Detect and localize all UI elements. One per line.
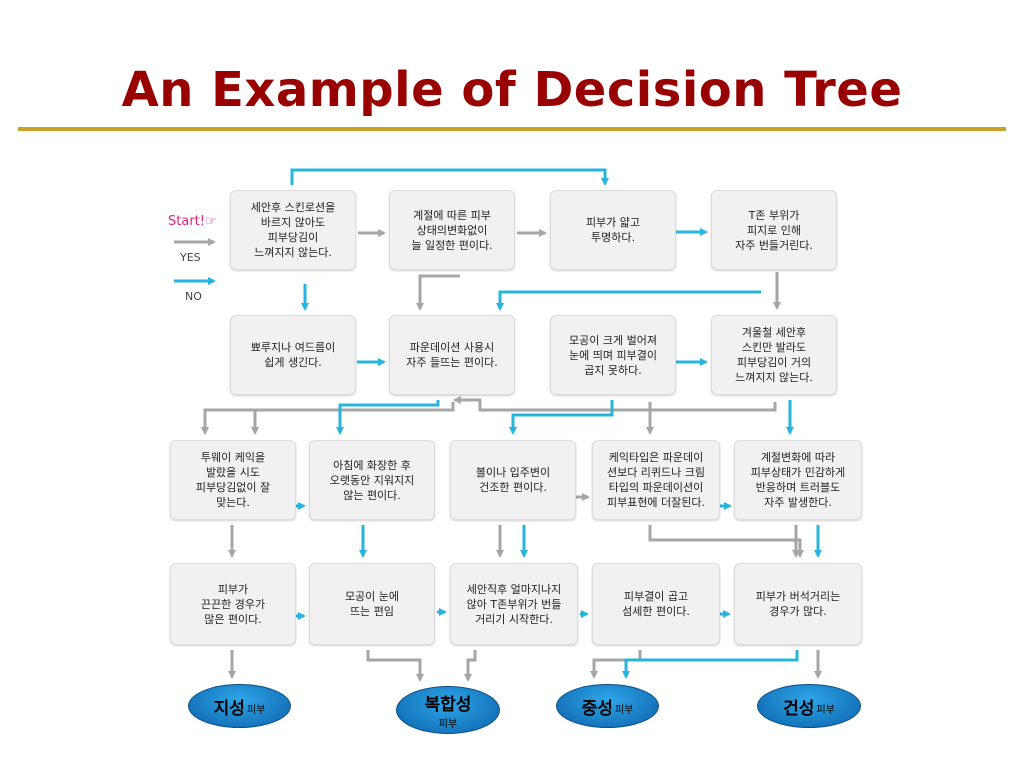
result-dry-main: 건성	[783, 698, 815, 719]
question-node-6: 파운데이션 사용시 자주 들뜨는 편이다.	[389, 315, 515, 395]
conn-gray-arrow-17	[366, 650, 424, 682]
result-oily-main: 지성	[213, 698, 245, 719]
question-node-15: 모공이 눈에 뜨는 편임	[309, 563, 435, 645]
conn-blue-arrow-2	[290, 168, 609, 186]
result-combination-skin: 복합성 피부	[396, 686, 500, 734]
result-oily-skin: 지성 피부	[188, 684, 291, 728]
result-combination-sub: 피부	[438, 719, 458, 730]
conn-gray-arrow-18	[464, 650, 477, 682]
conn-gray-arrow-7	[453, 396, 777, 412]
question-node-9: 투웨이 케익을 발랐을 시도 피부당김없이 잘 맞는다.	[170, 440, 296, 520]
result-oily-sub: 피부	[246, 704, 266, 716]
question-node-13: 계절변화에 따라 피부상태가 민감하게 반응하며 트러블도 자주 발생한다.	[734, 440, 862, 520]
start-label: Start!☞	[168, 214, 217, 229]
question-node-16: 세안직후 얼마지나지 않아 T존부위가 번들 거리기 시작한다.	[450, 563, 578, 645]
conn-gray-arrow-5	[416, 274, 460, 311]
conn-blue-arrow-9	[509, 400, 614, 435]
result-dry-skin: 건성 피부	[757, 684, 861, 728]
yes-legend-label: YES	[180, 251, 201, 264]
question-node-18: 피부가 버석거리는 경우가 많다.	[734, 563, 862, 645]
result-dry-sub: 피부	[816, 704, 835, 716]
question-node-11: 볼이나 입주변이 건조한 편이다.	[450, 440, 576, 520]
conn-gray-arrow-14	[648, 525, 804, 558]
question-node-3: 피부가 얇고 투명하다.	[550, 190, 676, 270]
question-node-7: 모공이 크게 벌어져 눈에 띄며 피부결이 곱지 못하다.	[550, 315, 676, 395]
result-normal-main: 중성	[581, 698, 613, 719]
conn-gray-arrow-19	[590, 650, 642, 679]
question-node-4: T존 부위가 피지로 인해 자주 번들거린다.	[711, 190, 837, 270]
title-underline	[18, 127, 1006, 131]
question-node-10: 아침에 화장한 후 오랫동안 지워지지 않는 편이다.	[309, 440, 435, 520]
question-node-12: 케익타입은 파운데이 션보다 리퀴드나 크림 타입의 파운데이션이 피부표현에 …	[592, 440, 720, 520]
conn-gray-arrow-9	[201, 402, 455, 435]
no-legend-label: NO	[185, 290, 202, 303]
question-node-17: 피부결이 곱고 섬세한 편이다.	[592, 563, 720, 645]
result-combination-main: 복합성	[424, 695, 472, 715]
question-node-8: 겨울철 세안후 스킨만 발라도 피부당김이 거의 느껴지지 않는다.	[711, 315, 837, 395]
question-node-2: 계절에 따른 피부 상태의변화없이 늘 일정한 편이다.	[389, 190, 515, 270]
question-node-14: 피부가 끈끈한 경우가 많은 편이다.	[170, 563, 296, 645]
slide-title: An Example of Decision Tree	[121, 62, 903, 118]
conn-blue-arrow-20	[622, 650, 799, 679]
question-node-5: 뾰루지나 여드름이 쉽게 생긴다.	[230, 315, 356, 395]
conn-blue-arrow-4	[496, 290, 761, 311]
result-normal-skin: 중성 피부	[556, 684, 659, 728]
conn-blue-arrow-8	[336, 400, 440, 435]
result-normal-sub: 피부	[614, 704, 634, 716]
question-node-1: 세안후 스킨로션을 바르지 않아도 피부당김이 느껴지지 않는다.	[230, 190, 356, 270]
